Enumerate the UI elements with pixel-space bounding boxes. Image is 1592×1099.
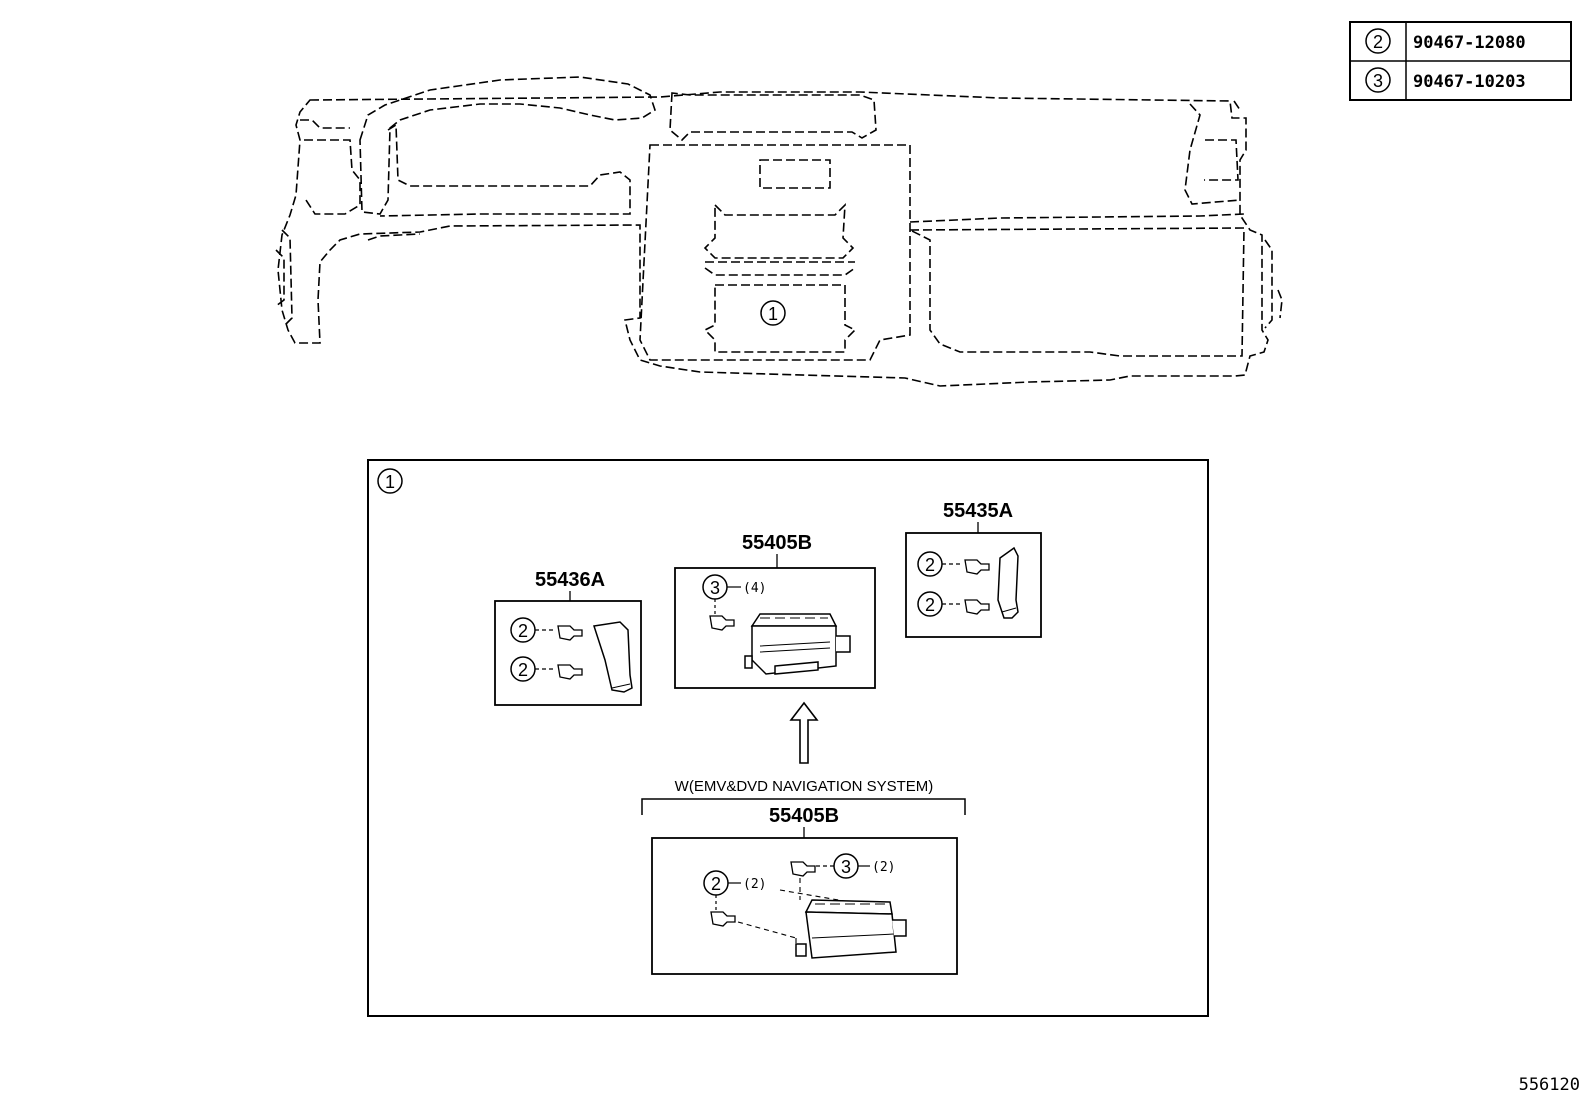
callout-number: 1 <box>768 304 778 324</box>
clip-icon <box>557 625 583 641</box>
diagram-id: 556120 <box>1519 1075 1580 1095</box>
clip-icon <box>964 559 990 575</box>
up-arrow-icon <box>789 701 819 764</box>
fastener-ref: 2 <box>925 555 935 575</box>
part-group-55435a: 55435A 2 2 <box>905 500 1042 638</box>
side-vent-panel-icon <box>593 621 633 693</box>
fastener-ref: 3 <box>841 857 851 877</box>
legend-part-number: 90467-10203 <box>1413 72 1526 92</box>
fastener-qty: (4) <box>743 581 766 596</box>
part-number-label: 55405B <box>742 532 812 554</box>
fastener-ref: 3 <box>710 578 720 598</box>
part-number-label: 55436A <box>535 569 605 591</box>
center-vent-icon <box>744 613 851 675</box>
part-group-55405b-navigation: W(EMV&DVD NAVIGATION SYSTEM) 55405B 2 (2… <box>641 778 966 975</box>
legend-ref: 2 <box>1373 32 1383 52</box>
legend-part-number: 90467-12080 <box>1413 33 1526 53</box>
fastener-ref: 2 <box>518 660 528 680</box>
clip-icon <box>710 911 736 927</box>
part-group-55436a: 55436A 2 2 <box>494 569 642 706</box>
detail-callout-number: 1 <box>385 472 395 492</box>
navigation-vent-icon <box>795 899 907 959</box>
dashboard-outline <box>275 76 1283 387</box>
legend-row-3: 3 90467-10203 <box>1365 67 1526 93</box>
condition-label: W(EMV&DVD NAVIGATION SYSTEM) <box>675 778 934 795</box>
side-vent-panel-icon <box>997 546 1019 619</box>
legend-row-2: 2 90467-12080 <box>1365 28 1526 54</box>
fastener-ref: 2 <box>711 874 721 894</box>
part-number-label: 55435A <box>943 500 1013 522</box>
clip-icon <box>557 664 583 680</box>
legend-table: 2 90467-12080 3 90467-10203 <box>1349 21 1572 101</box>
overview-callout-1: 1 <box>760 300 786 326</box>
part-group-55405b-main: 55405B 3 (4) <box>674 532 876 689</box>
part-number-label: 55405B <box>769 805 839 827</box>
clip-icon <box>964 599 990 615</box>
fastener-qty: (2) <box>872 860 895 875</box>
fastener-ref: 2 <box>925 595 935 615</box>
clip-icon <box>790 861 816 877</box>
fastener-ref: 2 <box>518 621 528 641</box>
detail-frame: 1 <box>367 459 1209 1017</box>
fastener-qty: (2) <box>743 877 766 892</box>
clip-icon <box>709 615 735 631</box>
legend-ref: 3 <box>1373 71 1383 91</box>
